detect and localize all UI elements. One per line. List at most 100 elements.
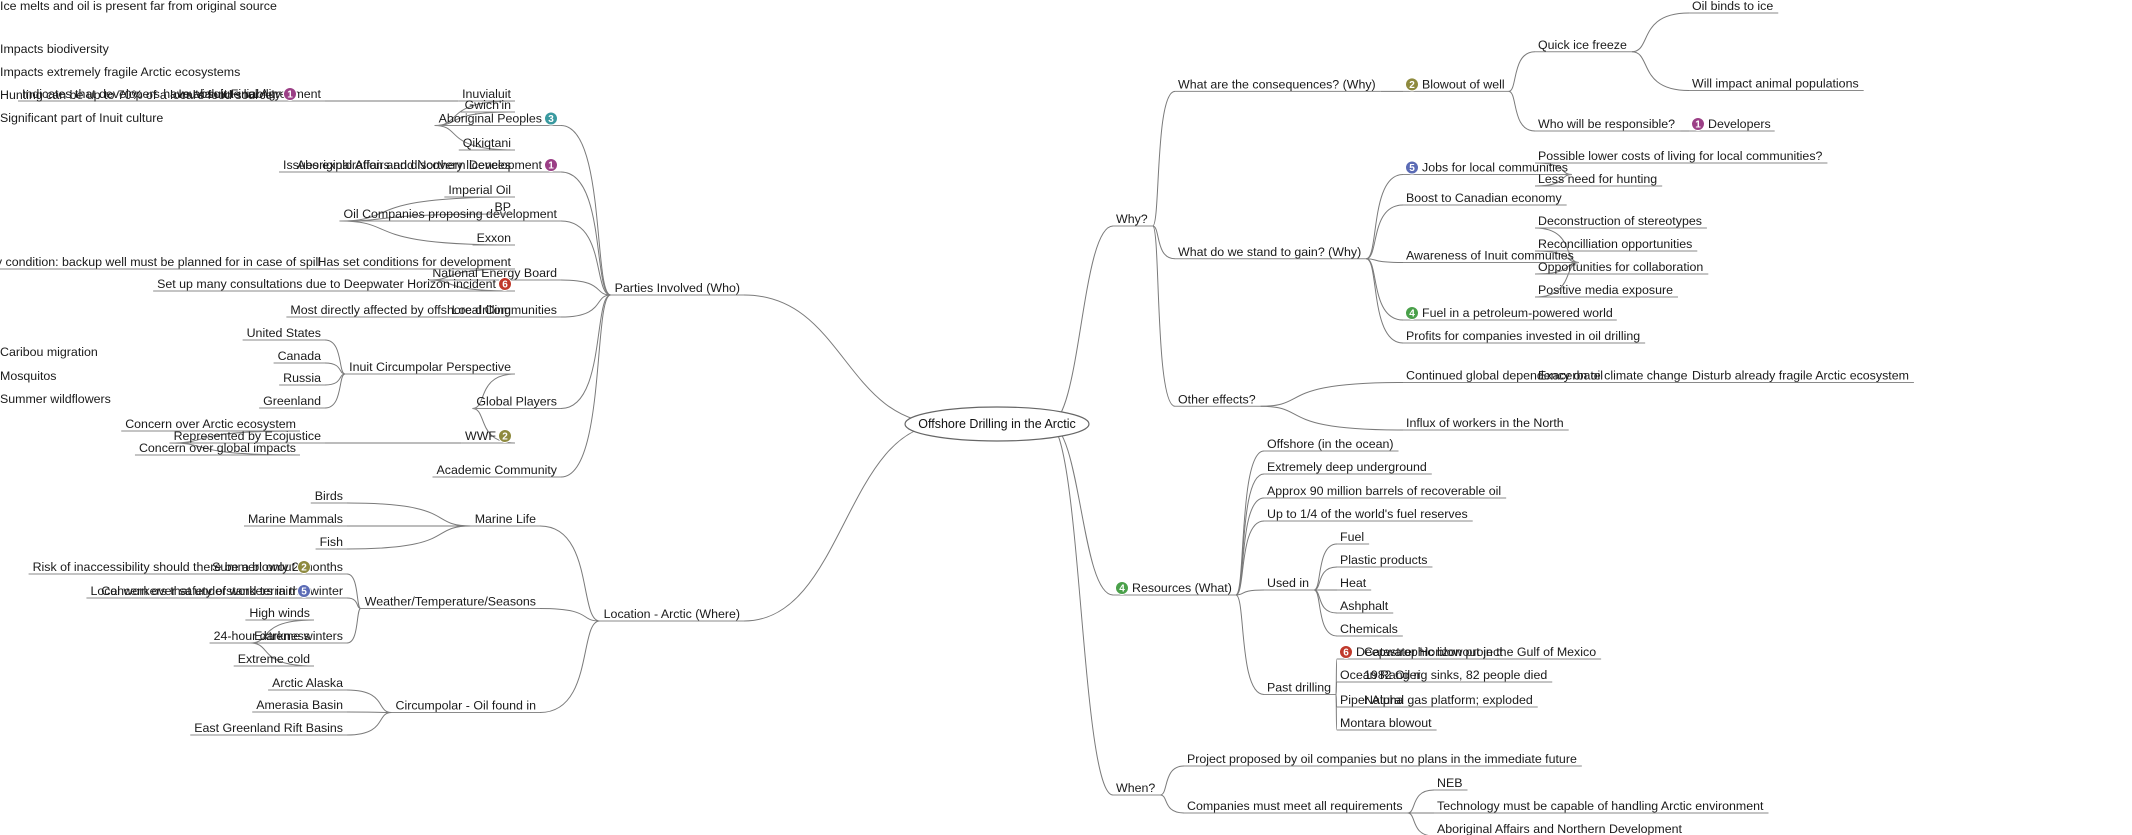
topic-birds[interactable]: Birds <box>310 489 347 504</box>
topic-canada[interactable]: Canada <box>273 349 325 364</box>
topic-inuit-circumpolar-perspective[interactable]: Inuit Circumpolar Perspective <box>345 360 515 375</box>
topic-what-are-the-consequences-why[interactable]: What are the consequences? (Why) <box>1175 77 1381 92</box>
topic-high-winds[interactable]: High winds <box>245 606 314 621</box>
topic-has-set-conditions-for-development[interactable]: Has set conditions for development <box>313 255 515 270</box>
topic-gwich-in[interactable]: Gwich'in <box>460 98 515 113</box>
topic-quick-ice-freeze[interactable]: Quick ice freeze <box>1535 38 1632 53</box>
topic-disturb-already-fragile-arctic-ecosystem[interactable]: Disturb already fragile Arctic ecosystem <box>1689 369 1914 383</box>
topic-indicates-that-developers-have-absolute-liability[interactable]: Indicates that developers have absolute … <box>18 87 300 102</box>
topic-possible-lower-costs-of-living-for-local-communities[interactable]: Possible lower costs of living for local… <box>1535 149 1828 164</box>
topic-represented-by-ecojustice[interactable]: Represented by Ecojustice <box>169 429 325 444</box>
topic-positive-media-exposure[interactable]: Positive media exposure <box>1535 283 1678 298</box>
topic-location-arctic-where[interactable]: Location - Arctic (Where) <box>599 607 744 622</box>
topic-marine-life[interactable]: Marine Life <box>470 512 540 527</box>
topic-most-directly-affected-by-offshore-drilling[interactable]: Most directly affected by offshore drill… <box>286 303 515 318</box>
topic-up-to-1-4-of-the-world-s-fuel-reserves[interactable]: Up to 1/4 of the world's fuel reserves <box>1264 507 1473 522</box>
topic-chemicals[interactable]: Chemicals <box>1337 622 1403 637</box>
topic-past-drilling[interactable]: Past drilling <box>1264 681 1337 695</box>
topic-global-players[interactable]: Global Players <box>472 395 561 409</box>
topic-awareness-of-inuit-commuities[interactable]: Awareness of Inuit commuities <box>1403 249 1579 263</box>
topic-bp[interactable]: BP <box>490 200 515 215</box>
connector <box>1235 594 1265 695</box>
topic-heat[interactable]: Heat <box>1337 576 1372 591</box>
topic-fuel[interactable]: Fuel <box>1337 530 1370 545</box>
topic-parties-involved-who[interactable]: Parties Involved (Who) <box>610 281 744 296</box>
topic-opportunities-for-collaboration[interactable]: Opportunities for collaboration <box>1535 260 1709 275</box>
topic-aboriginal-affairs-and-northern-development[interactable]: Aboriginal Affairs and Northern Developm… <box>1434 822 1687 835</box>
topic-label: Local workers that understand terrain <box>90 584 295 598</box>
topic-approx-90-million-barrels-of-recoverable-oil[interactable]: Approx 90 million barrels of recoverable… <box>1264 484 1507 499</box>
topic-ice-melts-and-oil-is-present-far-from-original-source[interactable]: Ice melts and oil is present far from or… <box>0 0 277 13</box>
topic-hunting-can-be-up-to-70-of-a-local-s-food-source[interactable]: Hunting can be up to 70% of a local's fo… <box>0 88 272 102</box>
topic-caribou-migration[interactable]: Caribou migration <box>0 345 98 359</box>
topic-label: Heat <box>1340 576 1367 590</box>
topic-extremely-deep-underground[interactable]: Extremely deep underground <box>1264 460 1432 475</box>
topic-united-states[interactable]: United States <box>242 326 325 341</box>
topic-imperial-oil[interactable]: Imperial Oil <box>444 183 515 198</box>
topic-impacts-biodiversity[interactable]: Impacts biodiversity <box>0 42 110 56</box>
topic-exxon[interactable]: Exxon <box>472 231 515 246</box>
topic-qikiqtani[interactable]: Qikiqtani <box>458 136 515 151</box>
topic-risk-of-inaccessibility-should-there-be-a-blowout[interactable]: Risk of inaccessibility should there be … <box>28 560 314 575</box>
topic-east-greenland-rift-basins[interactable]: East Greenland Rift Basins <box>190 721 347 736</box>
topic-reconcilliation-opportunities[interactable]: Reconcilliation opportunities <box>1535 237 1698 252</box>
topic-why[interactable]: Why? <box>1113 212 1153 227</box>
topic-extreme-cold[interactable]: Extreme cold <box>233 652 314 667</box>
topic-who-will-be-responsible[interactable]: Who will be responsible? <box>1535 117 1681 132</box>
topic-deconstruction-of-stereotypes[interactable]: Deconstruction of stereotypes <box>1535 214 1707 229</box>
topic-ashphalt[interactable]: Ashphalt <box>1337 599 1394 614</box>
root-node[interactable]: Offshore Drilling in the Arctic <box>904 406 1090 442</box>
topic-catastrophic-blowout-in-the-gulf-of-mexico[interactable]: Catastrophic blowout in the Gulf of Mexi… <box>1361 645 1602 660</box>
topic-label: Who will be responsible? <box>1538 117 1675 131</box>
topic-summer-wildflowers[interactable]: Summer wildflowers <box>0 392 111 406</box>
topic-when[interactable]: When? <box>1113 781 1161 796</box>
topic-set-up-many-consultations-due-to-deepwater-horizon-incident[interactable]: Set up many consultations due to Deepwat… <box>153 277 515 292</box>
topic-russia[interactable]: Russia <box>279 371 325 386</box>
topic-24-hour-darkness[interactable]: 24-hour darkness <box>209 629 314 644</box>
topic-companies-must-meet-all-requirements[interactable]: Companies must meet all requirements <box>1184 799 1408 814</box>
topic-marine-mammals[interactable]: Marine Mammals <box>243 512 347 527</box>
topic-other-effects[interactable]: Other effects? <box>1175 392 1261 407</box>
topic-what-do-we-stand-to-gain-why[interactable]: What do we stand to gain? (Why) <box>1175 245 1367 260</box>
topic-oil-binds-to-ice[interactable]: Oil binds to ice <box>1689 0 1779 14</box>
topic-1982-oil-rig-sinks-82-people-died[interactable]: 1982 Oil rig sinks, 82 people died <box>1361 668 1553 683</box>
topic-oil-companies-proposing-development[interactable]: Oil Companies proposing development <box>339 207 561 222</box>
topic-inuvialuit[interactable]: Inuvialuit <box>458 87 515 102</box>
topic-less-need-for-hunting[interactable]: Less need for hunting <box>1535 172 1663 187</box>
topic-circumpolar-oil-found-in[interactable]: Circumpolar - Oil found in <box>391 699 540 713</box>
topic-significant-part-of-inuit-culture[interactable]: Significant part of Inuit culture <box>0 111 163 125</box>
topic-exacerbate-climate-change[interactable]: Exacerbate climate change <box>1535 369 1693 383</box>
topic-plastic-products[interactable]: Plastic products <box>1337 553 1433 568</box>
topic-issues-exploration-and-discovery-licences[interactable]: Issues exploration and discovery licence… <box>279 158 515 173</box>
topic-technology-must-be-capable-of-handling-arctic-environment[interactable]: Technology must be capable of handling A… <box>1434 799 1769 814</box>
topic-concern-over-global-impacts[interactable]: Concern over global impacts <box>134 441 300 456</box>
topic-boost-to-canadian-economy[interactable]: Boost to Canadian economy <box>1403 191 1567 206</box>
topic-amerasia-basin[interactable]: Amerasia Basin <box>252 698 347 713</box>
topic-arctic-alaska[interactable]: Arctic Alaska <box>268 676 347 691</box>
topic-academic-community[interactable]: Academic Community <box>432 463 561 478</box>
topic-fish[interactable]: Fish <box>315 535 347 550</box>
topic-montara-blowout[interactable]: Montara blowout <box>1337 716 1437 731</box>
topic-will-impact-animal-populations[interactable]: Will impact animal populations <box>1689 77 1864 91</box>
topic-concern-over-arctic-ecosystem[interactable]: Concern over Arctic ecosystem <box>121 417 300 432</box>
topic-offshore-in-the-ocean[interactable]: Offshore (in the ocean) <box>1264 437 1399 452</box>
topic-mosquitos[interactable]: Mosquitos <box>0 369 56 383</box>
topic-influx-of-workers-in-the-north[interactable]: Influx of workers in the North <box>1403 416 1569 431</box>
topic-greenland[interactable]: Greenland <box>259 394 325 409</box>
topic-weather-temperature-seasons[interactable]: Weather/Temperature/Seasons <box>360 595 540 609</box>
topic-project-proposed-by-oil-companies-but-no-plans-in-the-immediate-future[interactable]: Project proposed by oil companies but no… <box>1184 752 1582 767</box>
topic-used-in[interactable]: Used in <box>1264 576 1315 591</box>
topic-key-condition-backup-well-must-be-planned-for-in-case-of-spill[interactable]: Key condition: backup well must be plann… <box>0 255 325 270</box>
topic-natural-gas-platform-exploded[interactable]: Natural gas platform; exploded <box>1361 693 1538 708</box>
topic-neb[interactable]: NEB <box>1434 776 1468 791</box>
topic-profits-for-companies-invested-in-oil-drilling[interactable]: Profits for companies invested in oil dr… <box>1403 329 1646 344</box>
topic-impacts-extremely-fragile-arctic-ecosystems[interactable]: Impacts extremely fragile Arctic ecosyst… <box>0 65 240 79</box>
